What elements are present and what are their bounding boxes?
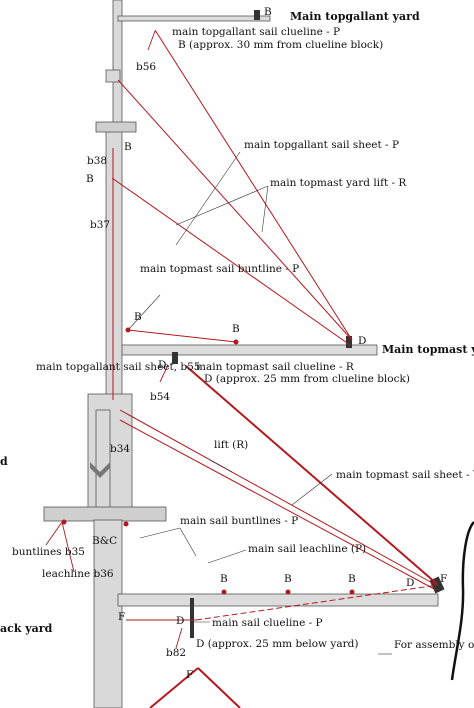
topgallant-clueline-line (154, 29, 353, 341)
topmast-yard-spar (121, 344, 378, 356)
topgallant-yard-spar (117, 15, 271, 22)
marker-f-1: F (440, 573, 447, 585)
marker-d-1: D (358, 335, 366, 347)
label-b54: b54 (150, 391, 170, 403)
topgallant-yardarm-block (254, 10, 260, 20)
block-marker-4 (349, 589, 355, 595)
topmast-clueline-block (172, 352, 178, 364)
leader-topmast-buntline (127, 294, 161, 331)
lower-mast (93, 519, 123, 708)
leader-lift-b (261, 185, 269, 233)
label-b38: b38 (87, 155, 107, 167)
leader-leachline (207, 549, 247, 564)
marker-d-2: D (158, 359, 166, 371)
clew-rope (450, 521, 474, 681)
marker-b-6: B (220, 573, 228, 585)
marker-b-1: B (264, 6, 272, 18)
leader-b82 (175, 627, 183, 649)
label-topmast-sheet: main topmast sail sheet - V (336, 469, 474, 481)
leader-lift-a (175, 185, 269, 226)
block-markers (61, 327, 355, 595)
topmast-buntline-line (127, 329, 237, 343)
label-b37: b37 (90, 219, 110, 231)
marker-b-3: B (86, 173, 94, 185)
topgallant-yard (117, 10, 271, 22)
label-d-cropped: d (0, 455, 8, 468)
main-mast (43, 0, 167, 708)
lift-r-line-1 (119, 409, 437, 586)
leader-buntlines-a (139, 527, 181, 539)
marker-b-2: B (124, 141, 132, 153)
label-sail-clueline: main sail clueline - P (212, 617, 323, 629)
topmast-yard (121, 336, 378, 364)
label-b-and-c: B&C (92, 535, 117, 547)
block-marker-7 (61, 519, 67, 525)
label-b56: b56 (136, 61, 156, 73)
marker-d-4: D (176, 615, 184, 627)
topgallant-sheet-line (117, 79, 353, 341)
block-marker-2 (221, 589, 227, 595)
label-b82: b82 (166, 647, 186, 659)
chevron-mark-icon (90, 462, 110, 478)
leader-lines (45, 30, 392, 655)
leader-b54 (159, 364, 169, 383)
label-lift-r: lift (R) (214, 439, 248, 451)
label-main-topmast-yard: Main topmast yard (382, 343, 474, 356)
label-ack-yard: ack yard (0, 622, 53, 635)
crosstrees-upper (95, 121, 137, 133)
block-marker-6 (123, 521, 129, 527)
label-assembly-note: For assembly of ta garnet strops see " m… (394, 639, 474, 651)
label-topgallant-sheet: main topgallant sail sheet - P (244, 139, 399, 151)
leader-topgallant-sheet (175, 151, 241, 246)
block-marker-3 (285, 589, 291, 595)
label-b34: b34 (110, 443, 130, 455)
marker-f-3: F (186, 669, 193, 681)
marker-f-2: F (118, 611, 125, 623)
topmast-lift-line (111, 177, 351, 346)
lift-r-line-2 (119, 419, 437, 591)
topmast-sheet-line (185, 365, 438, 585)
red-rigging (111, 29, 439, 708)
leader-b56 (147, 30, 156, 51)
main-yard-spar (117, 593, 439, 607)
label-buntlines-b35: buntlines b35 (12, 546, 85, 558)
label-d-25mm: D (approx. 25 mm from clueline block) (204, 373, 410, 385)
topmast-yardarm-block (346, 336, 352, 348)
mast-cap-upper (105, 69, 121, 83)
main-clueline-line (195, 584, 439, 621)
label-topmast-clueline: main topmast sail clueline - R (196, 361, 355, 373)
label-topmast-yard-lift: main topmast yard lift - R (270, 177, 407, 189)
label-b-30mm: B (approx. 30 mm from clueline block) (178, 39, 383, 51)
marker-b-7: B (284, 573, 292, 585)
leader-topmast-sheet (291, 473, 333, 506)
labels: Main topgallant yard main topgallant sai… (0, 6, 474, 681)
label-leachline-b36: leachline b36 (42, 568, 114, 580)
marker-b-5: B (232, 323, 240, 335)
marker-d-3: D (406, 577, 414, 589)
leader-buntlines-b (179, 527, 197, 557)
label-sail-buntlines: main sail buntlines - P (180, 515, 298, 527)
block-marker-1 (233, 339, 239, 345)
leader-lift-r (209, 459, 233, 473)
marker-b-4: B (134, 311, 142, 323)
main-clueline-block (190, 598, 194, 638)
main-sheet-left (149, 667, 199, 708)
leader-b36 (61, 521, 75, 573)
marker-b-8: B (348, 573, 356, 585)
main-top (43, 506, 167, 522)
label-topmast-buntline: main topmast sail buntline - P (140, 263, 299, 275)
main-sheet-right (197, 667, 241, 708)
doubling (95, 409, 111, 511)
label-d-below-yard: D (approx. 25 mm below yard) (196, 638, 358, 650)
label-topgallant-sheet-b55: main topgallant sail sheet, b55 (36, 361, 200, 373)
label-topgallant-clueline: main topgallant sail clueline - P (172, 26, 340, 38)
label-main-topgallant-yard: Main topgallant yard (290, 10, 420, 23)
block-marker-5 (125, 327, 131, 333)
label-sail-leachline: main sail leachline (P) (248, 543, 366, 555)
topmast (105, 129, 123, 401)
leader-b35 (45, 521, 63, 546)
